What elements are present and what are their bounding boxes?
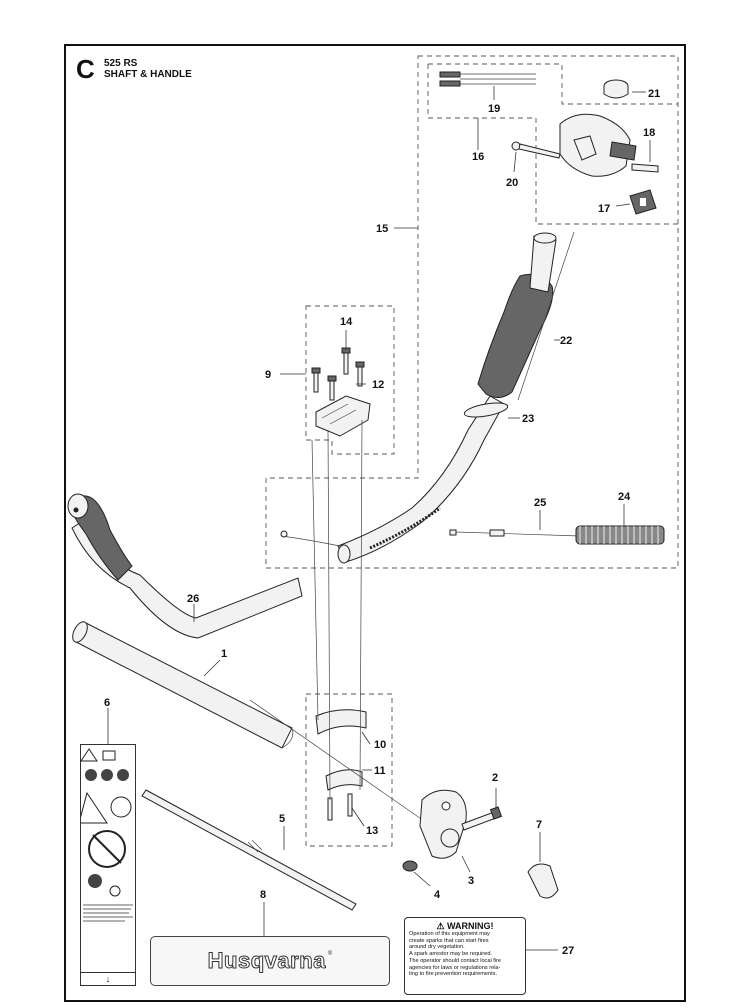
harness-clip	[527, 863, 559, 899]
husqvarna-logo-decal: Husqvarna ®	[150, 936, 390, 986]
warning-line: around dry vegetation.	[409, 944, 465, 951]
logo-text: Husqvarna	[207, 948, 326, 974]
part-number-20: 20	[506, 177, 518, 189]
warning-line: The operator should contact local fire	[409, 957, 502, 964]
safety-decal-pictograms	[78, 748, 133, 922]
part-number-22: 22	[560, 335, 572, 347]
part-number-23: 23	[522, 413, 534, 425]
group-box-16	[427, 63, 678, 225]
part-number-7: 7	[536, 819, 542, 831]
part-number-2: 2	[492, 772, 498, 784]
shaft-clamp	[419, 789, 467, 859]
warning-line: ting to fire prevention requirements.	[409, 971, 497, 978]
part-number-4: 4	[434, 889, 441, 901]
handle-clamp-lower	[315, 709, 367, 821]
safety-decal: ↓	[78, 744, 136, 986]
part-number-18: 18	[643, 127, 655, 139]
loop-handle	[67, 493, 303, 639]
drive-shaft-rod	[141, 789, 357, 911]
wire-harness	[439, 71, 536, 87]
warning-title: ⚠ WARNING!	[436, 921, 494, 931]
shaft-tube	[72, 621, 294, 749]
part-number-24: 24	[618, 491, 631, 503]
part-number-8: 8	[260, 889, 266, 901]
leader-lines	[107, 86, 651, 951]
screw-20	[511, 141, 561, 159]
part-number-26: 26	[187, 593, 199, 605]
down-arrow-icon: ↓	[81, 972, 135, 985]
part-number-13: 13	[366, 825, 378, 837]
part-number-16: 16	[472, 151, 484, 163]
diagram-frame	[64, 44, 686, 1002]
warning-title-text: WARNING!	[447, 921, 494, 931]
grip-ring	[463, 402, 509, 418]
part-number-11: 11	[374, 765, 386, 777]
part-number-1: 1	[221, 648, 227, 660]
part-number-21: 21	[648, 88, 660, 100]
model-name: 525 RS	[104, 58, 138, 69]
throttle-cable	[449, 529, 581, 537]
part-number-14: 14	[340, 316, 353, 328]
part-number-19: 19	[488, 103, 500, 115]
part-number-25: 25	[534, 497, 546, 509]
part-number-10: 10	[374, 739, 386, 751]
part-number-5: 5	[279, 813, 285, 825]
part-number-17: 17	[598, 203, 610, 215]
part-number-27: 27	[562, 945, 574, 957]
part-number-15: 15	[376, 223, 388, 235]
warning-label: ⚠ WARNING! Operation of this equipment m…	[404, 917, 526, 995]
part-number-3: 3	[468, 875, 474, 887]
throttle-housing	[559, 113, 659, 177]
stop-switch	[629, 189, 657, 215]
group-box-15	[265, 55, 679, 569]
registered-mark: ®	[327, 951, 333, 957]
handle-clamp-upper	[311, 347, 371, 437]
cable-sleeve	[575, 525, 665, 545]
part-number-9: 9	[265, 369, 271, 381]
throttle-knob	[603, 79, 629, 99]
warning-line: Operation of this equipment may	[409, 931, 490, 937]
nut	[402, 860, 418, 872]
bolt	[461, 811, 497, 831]
part-number-12: 12	[372, 379, 384, 391]
group-box-10	[305, 693, 393, 847]
warning-line: A spark arrestor may be required.	[409, 951, 493, 958]
part-number-6: 6	[104, 697, 110, 709]
group-box-9	[305, 305, 395, 455]
warning-line: agencies for laws or regulations rela-	[409, 964, 501, 971]
bent-shaft	[280, 395, 505, 564]
section-letter: C	[76, 54, 95, 84]
section-title: SHAFT & HANDLE	[104, 69, 192, 80]
warning-line: create sparks that can start fires	[409, 937, 489, 944]
front-grip	[477, 232, 557, 398]
